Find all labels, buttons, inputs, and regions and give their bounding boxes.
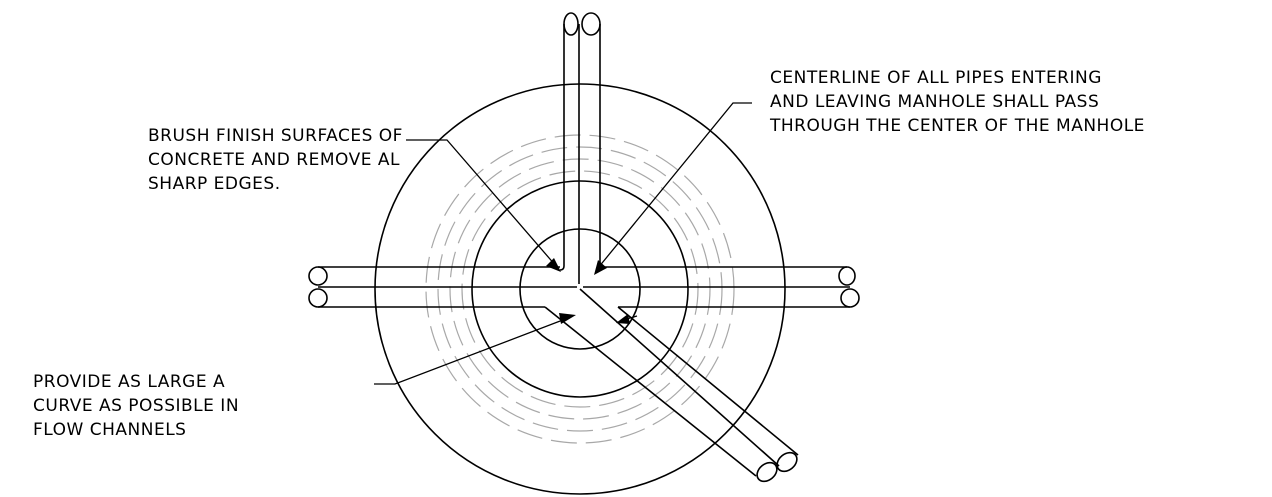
left-pipe-end-bottom — [308, 288, 328, 308]
diagonal-pipe-end-a — [756, 461, 778, 483]
note-curve-line-2: CURVE AS POSSIBLE IN — [33, 396, 239, 416]
hidden-arc-2 — [449, 158, 711, 420]
hidden-arc-4 — [425, 134, 735, 444]
note-curve: PROVIDE AS LARGE A CURVE AS POSSIBLE IN … — [33, 372, 239, 440]
arrowhead-curve — [559, 313, 576, 324]
right-pipe-end-top — [838, 266, 856, 286]
note-centerline-line-1: CENTERLINE OF ALL PIPES ENTERING — [770, 68, 1102, 88]
diagonal-pipe-end-b — [776, 451, 798, 473]
arrowhead-brush — [546, 258, 561, 272]
note-curve-line-1: PROVIDE AS LARGE A — [33, 372, 225, 392]
right-pipe — [583, 266, 860, 308]
leader-curve — [374, 313, 638, 385]
note-centerline: CENTERLINE OF ALL PIPES ENTERING AND LEA… — [769, 68, 1145, 136]
note-centerline-line-2: AND LEAVING MANHOLE SHALL PASS — [770, 92, 1099, 112]
channel-circle — [519, 228, 641, 350]
right-pipe-end-bottom — [840, 288, 860, 308]
left-pipe-end-top — [308, 266, 328, 286]
hidden-arc-1 — [461, 170, 699, 408]
leader-brush — [406, 139, 561, 272]
note-curve-line-3: FLOW CHANNELS — [33, 420, 186, 440]
leader-centerline — [594, 102, 752, 275]
note-brush-line-2: CONCRETE AND REMOVE AL — [148, 150, 400, 170]
outer-manhole-wall — [374, 83, 786, 495]
diagonal-pipe — [544, 288, 799, 483]
note-brush: BRUSH FINISH SURFACES OF CONCRETE AND RE… — [148, 126, 403, 194]
top-pipe-end-left — [563, 12, 579, 36]
note-brush-line-3: SHARP EDGES. — [148, 174, 281, 194]
note-brush-line-1: BRUSH FINISH SURFACES OF — [148, 126, 403, 146]
arrowhead-curve-right — [616, 314, 630, 324]
top-pipe — [559, 12, 601, 284]
arrowhead-centerline — [594, 260, 607, 275]
hidden-arc-3 — [437, 146, 723, 432]
note-centerline-line-3: THROUGH THE CENTER OF THE MANHOLE — [769, 116, 1145, 136]
top-pipe-end-right — [581, 12, 601, 36]
hidden-lines — [425, 134, 735, 444]
left-pipe — [308, 266, 577, 308]
